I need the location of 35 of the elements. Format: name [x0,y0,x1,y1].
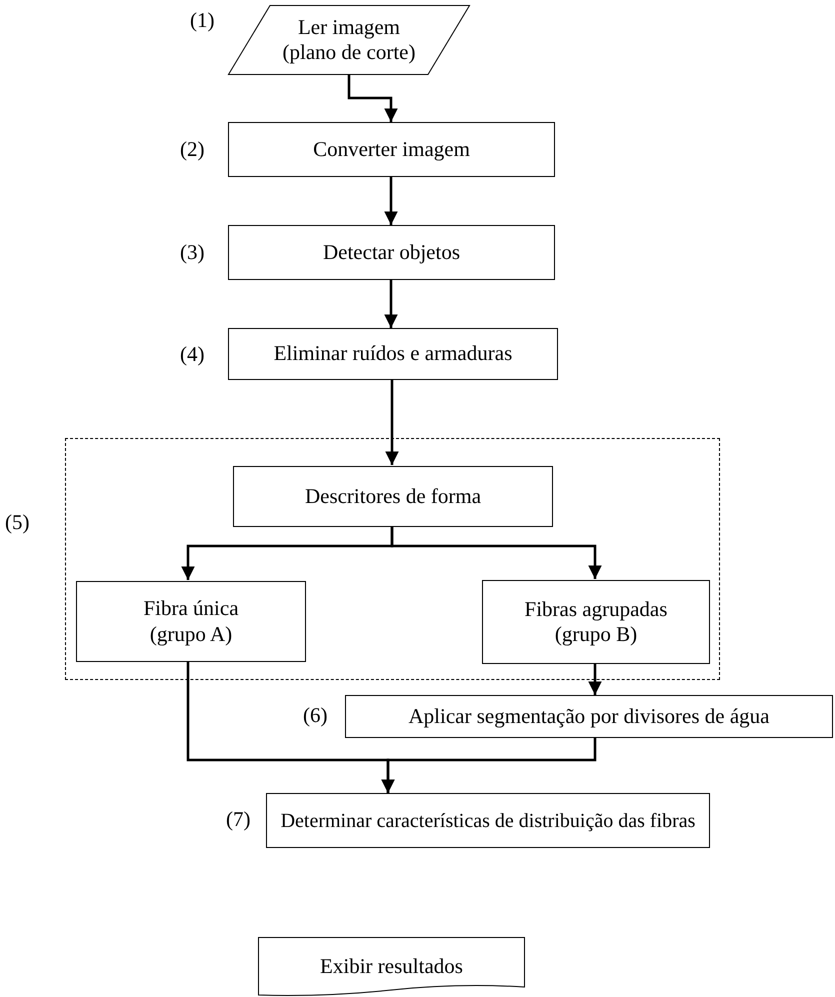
step-label: Detectar objetos [322,240,462,266]
step-number: (5) [5,510,30,536]
step-label: Fibra única (grupo A) [142,596,240,647]
step-label: Descritores de forma [304,484,482,510]
document-shape [258,937,525,997]
step-label: Determinar características de distribuição das fibras [280,808,696,832]
arrow [588,663,602,695]
arrow [390,526,602,579]
step-number: (6) [303,703,328,728]
process-box [233,466,553,527]
arrow [385,380,399,465]
step-number: (3) [180,240,204,266]
step-label: Aplicar segmentação por divisores de água [408,704,770,730]
step-label: Exibir resultados [319,954,464,980]
step-number: (4) [180,342,204,368]
process-box [345,695,833,738]
step-number: (7) [226,807,250,832]
step-label: Fibras agrupadas (grupo B) [524,596,668,648]
step-label: Ler imagem (plano de corte) [282,14,416,66]
arrow [384,280,398,328]
process-box [482,580,710,664]
process-box [228,122,555,177]
dashed-group-box [65,438,720,680]
step-label: Eliminar ruídos e armaduras [272,341,514,367]
input-parallelogram [228,5,470,75]
step-label: Converter imagem [312,136,471,162]
process-box [76,581,306,662]
process-box [228,328,558,380]
arrow [384,177,398,225]
process-box [266,793,710,848]
step-number: (2) [180,137,204,162]
arrow [348,75,398,122]
process-box [228,225,555,280]
step-number: (1) [190,8,214,34]
arrow [381,738,596,793]
